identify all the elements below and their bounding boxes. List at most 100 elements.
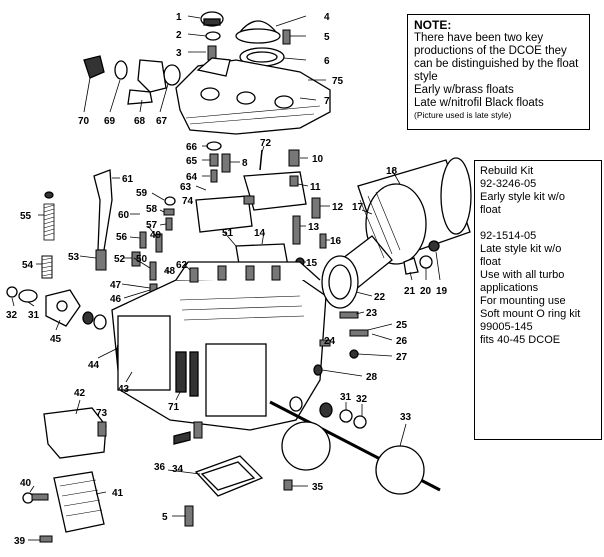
callout-17: 17 <box>352 202 364 213</box>
callout-26: 26 <box>396 336 408 347</box>
callout-74: 74 <box>182 196 194 207</box>
kit-line: float <box>480 256 501 268</box>
callout-72: 72 <box>260 138 272 149</box>
callout-63: 63 <box>180 182 192 193</box>
callout-25: 25 <box>396 320 408 331</box>
callout-54: 54 <box>22 260 34 271</box>
note-line: style <box>414 71 438 83</box>
kit-line: float <box>480 204 501 216</box>
callout-56: 56 <box>116 232 128 243</box>
kit-line: For mounting use <box>480 295 566 307</box>
note-small: (Picture used is late style) <box>414 110 512 120</box>
callout-40: 40 <box>20 478 32 489</box>
callout-53: 53 <box>68 252 80 263</box>
callout-69: 69 <box>104 116 116 127</box>
callout-11: 11 <box>310 182 321 193</box>
callout-27: 27 <box>396 352 408 363</box>
callout-28: 28 <box>366 372 378 383</box>
callout-21: 21 <box>404 286 416 297</box>
carburetor-body <box>111 261 327 431</box>
note-line: Early w/brass floats <box>414 84 514 96</box>
callout-20: 20 <box>420 286 432 297</box>
kit-line: Rebuild Kit <box>480 165 534 177</box>
callout-58: 58 <box>146 204 158 215</box>
kit-line: Soft mount O ring kit <box>480 308 581 320</box>
callout-75: 75 <box>332 76 344 87</box>
callout-39: 39 <box>14 536 26 547</box>
callout-14: 14 <box>254 228 266 239</box>
callout-49: 49 <box>150 230 162 241</box>
note-line: productions of the DCOE they <box>414 45 567 57</box>
callout-32-left: 32 <box>6 310 18 321</box>
callout-22: 22 <box>374 292 386 303</box>
callout-57: 57 <box>146 220 158 231</box>
callout-2: 2 <box>176 30 182 41</box>
callout-47: 47 <box>110 280 122 291</box>
callout-31-right: 31 <box>340 392 352 403</box>
kit-line: 99005-145 <box>480 321 533 333</box>
lower-middle-parts <box>173 421 293 527</box>
kit-line: fits 40-45 DCOE <box>480 334 561 346</box>
callout-12: 12 <box>332 202 344 213</box>
callout-59: 59 <box>136 188 148 199</box>
kit-line: 92-3246-05 <box>480 178 537 190</box>
callout-60: 60 <box>118 210 130 221</box>
callout-6: 6 <box>324 56 330 67</box>
callout-8: 8 <box>242 158 248 169</box>
note-box: NOTE: There have been two key production… <box>407 14 590 130</box>
top-cover-assembly <box>83 11 331 135</box>
callout-71: 71 <box>168 402 180 413</box>
callout-34: 34 <box>172 464 184 475</box>
callout-19: 19 <box>436 286 448 297</box>
callout-43: 43 <box>118 384 130 395</box>
callout-52: 52 <box>114 254 126 265</box>
callout-70: 70 <box>78 116 90 127</box>
kit-line: applications <box>480 282 539 294</box>
callout-13: 13 <box>308 222 320 233</box>
callout-23: 23 <box>366 308 378 319</box>
callout-41: 41 <box>112 488 124 499</box>
callout-5: 5 <box>324 32 330 43</box>
kit-spacer <box>480 217 596 230</box>
callout-numbers: 1 2 3 4 5 6 7 75 70 69 68 67 66 65 64 8 … <box>6 12 448 547</box>
leader-lines <box>11 15 441 541</box>
callout-48: 48 <box>164 266 176 277</box>
kit-line: Early style kit w/o <box>480 191 565 203</box>
callout-15: 15 <box>306 258 318 269</box>
callout-51: 51 <box>222 228 234 239</box>
note-line: Late w/nitrofil Black floats <box>414 97 544 109</box>
callout-55: 55 <box>20 211 32 222</box>
callout-7: 7 <box>324 96 330 107</box>
rebuild-kit-box: Rebuild Kit 92-3246-05 Early style kit w… <box>474 160 602 440</box>
kit-line: 92-1514-05 <box>480 230 537 242</box>
callout-1: 1 <box>176 12 182 23</box>
callout-5-lower: 5 <box>162 512 168 523</box>
callout-62: 62 <box>176 260 188 271</box>
callout-50: 50 <box>136 254 148 265</box>
mid-parts <box>6 141 327 330</box>
note-line: There have been two key <box>414 32 544 44</box>
kit-line: Late style kit w/o <box>480 243 562 255</box>
callout-67: 67 <box>156 116 168 127</box>
callout-24: 24 <box>324 336 336 347</box>
callout-45: 45 <box>50 334 62 345</box>
callout-73: 73 <box>96 408 108 419</box>
callout-36: 36 <box>154 462 166 473</box>
callout-42: 42 <box>74 388 86 399</box>
callout-65: 65 <box>186 156 198 167</box>
air-horn-assembly <box>321 157 472 309</box>
callout-32-right: 32 <box>356 394 368 405</box>
callout-35: 35 <box>312 482 324 493</box>
callout-18: 18 <box>386 166 398 177</box>
throttle-shaft <box>269 396 441 495</box>
callout-3: 3 <box>176 48 182 59</box>
note-line: can be distinguished by the float <box>414 58 579 70</box>
callout-61: 61 <box>122 174 134 185</box>
callout-44: 44 <box>88 360 100 371</box>
callout-33: 33 <box>400 412 412 423</box>
note-title: NOTE: <box>414 18 452 32</box>
callout-66: 66 <box>186 142 198 153</box>
callout-46: 46 <box>110 294 122 305</box>
kit-line: Use with all turbo <box>480 269 565 281</box>
